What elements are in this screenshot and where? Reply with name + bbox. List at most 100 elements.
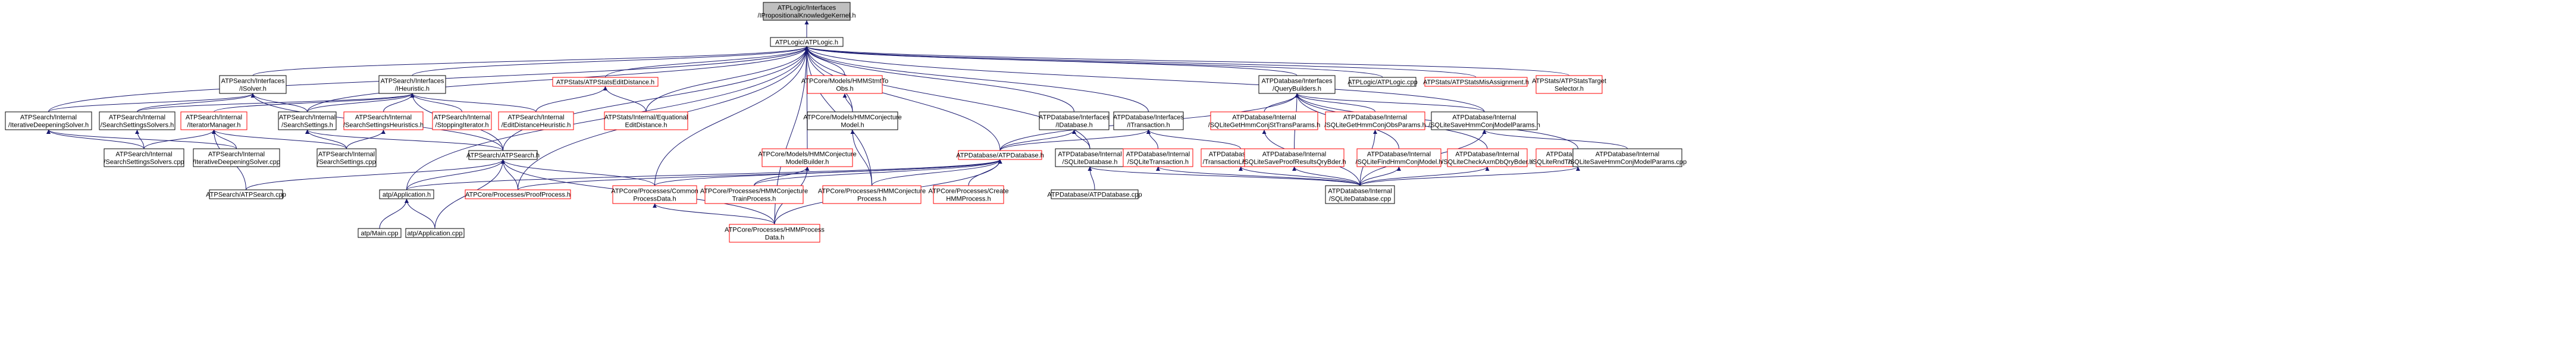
node-box [604, 111, 688, 130]
graph-node-sqlitedb_h[interactable]: ATPDatabase/Internal/SQLiteDatabase.h [1055, 148, 1125, 167]
graph-node-hmmtrainproc[interactable]: ATPCore/Processes/HMMConjectureTrainProc… [700, 185, 808, 204]
graph-node-savehmmconj[interactable]: ATPDatabase/Internal/SQLiteSaveHmmConjMo… [1428, 111, 1540, 130]
node-label: /SQLiteDatabase.h [1063, 159, 1118, 166]
node-label: ATPCore/Processes/Create [929, 188, 1009, 195]
node-label: /SearchSettingsSolvers.h [101, 122, 174, 129]
node-label: ATPCore/Processes/HMMProcess [725, 227, 825, 234]
node-label: /SearchSettingsHeuristics.h [343, 122, 424, 129]
graph-node-findhmm[interactable]: ATPDatabase/Internal/SQLiteFindHmmConjMo… [1355, 148, 1443, 167]
include-edge-idsolver-idsolver_cpp [46, 129, 237, 149]
include-edge-atplogic_h-commonprocdata [654, 46, 809, 186]
graph-node-hmmconjbuilder[interactable]: ATPCore/Models/HMMConjectureModelBuilder… [758, 148, 857, 167]
graph-node-ssheuristics[interactable]: ATPSearch/Internal/SearchSettingsHeurist… [343, 111, 424, 130]
node-label: ATPSearch/Internal [186, 114, 242, 121]
graph-node-atplogic_h[interactable]: ATPLogic/ATPLogic.h [770, 37, 844, 47]
graph-node-sssolvers_cpp[interactable]: ATPSearch/Internal/SearchSettingsSolvers… [104, 148, 184, 167]
graph-node-checkaxm[interactable]: ATPDatabase/Internal/SQLiteCheckAxmDbQry… [1441, 148, 1533, 167]
include-edge-sssolvers-sssolvers_cpp [135, 129, 145, 149]
node-box [219, 75, 287, 94]
node-label: TrainProcess.h [732, 196, 776, 203]
graph-node-root: ATPLogic/Interfaces/IPropositionalKnowle… [757, 2, 856, 21]
include-edge-itransaction-translistwrap [1146, 129, 1241, 149]
node-label: ATPSearch/Internal [507, 114, 564, 121]
graph-node-searchsettings_cpp[interactable]: ATPSearch/Internal/SearchSettings.cpp [316, 148, 377, 167]
include-edge-atpdatabase_h-proofprocess [518, 159, 1002, 190]
node-label: /IteratorManager.h [187, 122, 241, 129]
include-edge-iheuristic-edheuristic [410, 93, 537, 112]
include-edge-atplogic_h-atplogic_cpp [804, 46, 1383, 78]
graph-node-app_h[interactable]: atp/Application.h [379, 189, 434, 199]
node-label: HMMProcess.h [946, 196, 991, 203]
node-box [704, 185, 804, 204]
node-label: ATPSearch/ATPSearch.h [466, 152, 540, 159]
graph-node-sqlitetrans[interactable]: ATPDatabase/Internal/SQLiteTransaction.h [1123, 148, 1193, 167]
node-label: ATPLogic/ATPLogic.h [775, 39, 838, 46]
graph-node-equational[interactable]: ATPStats/Internal/EquationalEditDistance… [604, 111, 688, 130]
include-edge-itransaction-atpdatabase_h [999, 129, 1151, 151]
graph-node-proofprocess[interactable]: ATPCore/Processes/ProofProcess.h [465, 189, 571, 199]
node-label: /SearchSettings.cpp [317, 159, 375, 166]
graph-node-app_cpp[interactable]: atp/Application.cpp [405, 228, 465, 238]
node-label: /SQLiteSaveProofResultsQryBder.h [1242, 159, 1346, 166]
node-label: /SQLiteTransaction.h [1127, 159, 1189, 166]
node-label: ATPLogic/Interfaces [778, 5, 836, 12]
node-layer: ATPLogic/Interfaces/IPropositionalKnowle… [5, 2, 1687, 243]
include-edge-atplogic_h-equational [645, 46, 809, 112]
graph-node-atpsearch_cpp[interactable]: ATPSearch/ATPSearch.cpp [206, 189, 286, 199]
node-label: Data.h [765, 234, 784, 242]
node-label: ATPDatabase/Internal [1367, 151, 1431, 158]
graph-node-saveproof[interactable]: ATPDatabase/Internal/SQLiteSaveProofResu… [1242, 148, 1346, 167]
graph-node-misassign[interactable]: ATPStats/ATPStatsMisAssignment.h [1423, 77, 1529, 87]
include-edge-commonprocdata-hmmprocdata [653, 203, 775, 225]
graph-node-itransaction[interactable]: ATPDatabase/Interfaces/ITransaction.h [1113, 111, 1184, 130]
graph-node-iheuristic[interactable]: ATPSearch/Interfaces/IHeuristic.h [378, 75, 446, 94]
graph-node-isolver[interactable]: ATPSearch/Interfaces/ISolver.h [219, 75, 287, 94]
node-label: ATPCore/Processes/Common [611, 188, 698, 195]
node-label: /SQLiteGetHmmConjObsParams.h [1324, 122, 1426, 129]
graph-node-idatabase[interactable]: ATPDatabase/Interfaces/IDatabase.h [1039, 111, 1110, 130]
include-edge-atplogic_h-atpsearch_h [503, 46, 809, 151]
graph-node-itermanager[interactable]: ATPSearch/Internal/IteratorManager.h [180, 111, 247, 130]
graph-node-sssolvers[interactable]: ATPSearch/Internal/SearchSettingsSolvers… [99, 111, 176, 130]
include-edge-findhmm-sqlitedb_cpp [1359, 166, 1401, 186]
include-edge-checkaxm-sqlitedb_cpp [1359, 166, 1490, 186]
graph-node-getconjtrans[interactable]: ATPDatabase/Internal/SQLiteGetHmmConjStT… [1208, 111, 1320, 130]
graph-node-atpsearch_h[interactable]: ATPSearch/ATPSearch.h [466, 150, 540, 160]
node-label: ATPDatabase/ATPDatabase.h [956, 152, 1044, 159]
graph-node-atpdatabase_h[interactable]: ATPDatabase/ATPDatabase.h [956, 150, 1044, 160]
node-box [1356, 148, 1441, 167]
include-edge-atpdatabase_h-commonprocdata [654, 159, 1002, 186]
graph-node-stopiter[interactable]: ATPSearch/Internal/StoppingIterator.h [432, 111, 492, 130]
node-box [763, 2, 851, 21]
include-edge-atpdatabase_h-hmmconjproc [872, 159, 1002, 186]
graph-node-main_cpp[interactable]: atp/Main.cpp [358, 228, 402, 238]
include-edge-translistwrap-sqlitedb_cpp [1239, 166, 1361, 186]
graph-node-savehmmconj_cpp[interactable]: ATPDatabase/Internal/SQLiteSaveHmmConjMo… [1568, 148, 1687, 167]
node-box [552, 77, 659, 87]
node-label: /StoppingIterator.h [435, 122, 489, 129]
node-box [432, 111, 492, 130]
node-label: /ISolver.h [239, 86, 267, 93]
graph-node-edheuristic[interactable]: ATPSearch/Internal/EditDistanceHeuristic… [498, 111, 574, 130]
graph-node-sqlitedb_cpp[interactable]: ATPDatabase/Internal/SQLiteDatabase.cpp [1325, 185, 1395, 204]
node-label: ATPStats/ATPStatsEditDistance.h [556, 79, 654, 86]
node-label: ATPSearch/Internal [318, 151, 375, 158]
graph-node-atplogic_cpp[interactable]: ATPLogic/ATPLogic.cpp [1347, 77, 1418, 87]
node-box [1424, 77, 1528, 87]
node-box [1210, 111, 1318, 130]
graph-node-getconjobs[interactable]: ATPDatabase/Internal/SQLiteGetHmmConjObs… [1324, 111, 1426, 130]
graph-node-searchsettings[interactable]: ATPSearch/Internal/SearchSettings.h [278, 111, 337, 130]
graph-node-atpdatabase_cpp[interactable]: ATPDatabase/ATPDatabase.cpp [1047, 189, 1142, 199]
graph-node-editdistance[interactable]: ATPStats/ATPStatsEditDistance.h [552, 77, 659, 87]
graph-node-querybuilders[interactable]: ATPDatabase/Interfaces/QueryBuilders.h [1258, 75, 1336, 94]
graph-node-idsolver[interactable]: ATPSearch/Internal/IterativeDeepeningSol… [5, 111, 92, 130]
graph-node-idsolver_cpp[interactable]: ATPSearch/Internal/IterativeDeepeningSol… [193, 148, 280, 167]
